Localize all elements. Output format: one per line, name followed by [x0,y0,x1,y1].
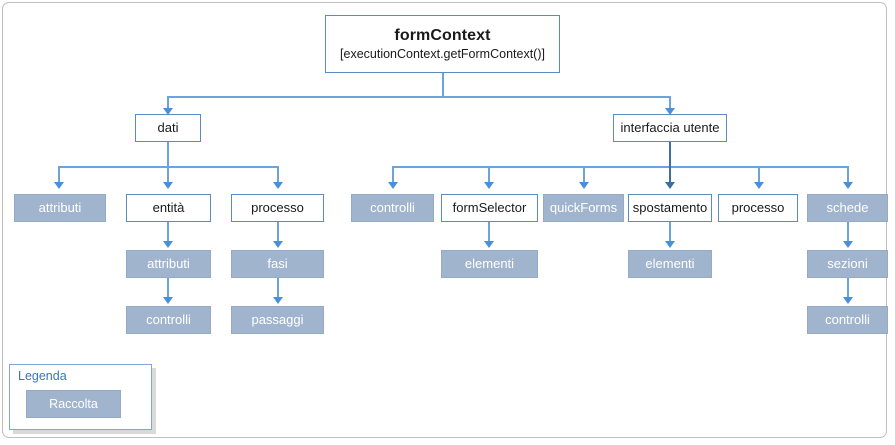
connector-sezioni-to-controlli [847,278,849,299]
node-dati[interactable]: dati [135,114,201,142]
node-formcontext[interactable]: formContext [executionContext.getFormCon… [325,15,560,73]
connector-fasi-to-passaggi [277,278,279,299]
connector-root-to-dati [167,96,169,109]
connector-dati-to-processo [277,166,279,183]
node-fasi[interactable]: fasi [231,250,324,278]
node-controlli-sezioni[interactable]: controlli [807,306,888,334]
node-elementi-spostamento[interactable]: elementi [628,250,712,278]
connector-root-stub [442,73,444,97]
connector-root-to-ui [669,96,671,109]
arrowhead-entita [163,182,173,189]
node-quickforms[interactable]: quickForms [543,194,624,222]
arrowhead-fasi [273,241,283,248]
arrowhead-controlli-3 [843,297,853,304]
node-interfaccia-utente[interactable]: interfaccia utente [613,114,727,142]
connector-ui-to-quickforms [583,166,585,183]
arrowhead-controlli-2 [163,297,173,304]
arrowhead-sezioni [843,241,853,248]
arrowhead-quickforms [579,182,589,189]
connector-ui-to-controlli [392,166,394,183]
arrowhead-formselector [484,182,494,189]
legend-title: Legenda [18,369,67,383]
connector-processo-to-fasi [277,222,279,243]
connector-formselector-to-elementi [488,222,490,243]
arrowhead-spostamento [665,182,675,189]
connector-entita-to-attributi [167,222,169,243]
node-controlli-attributi[interactable]: controlli [126,306,211,334]
legend-swatch-raccolta: Raccolta [26,390,121,418]
node-sezioni[interactable]: sezioni [807,250,888,278]
node-passaggi[interactable]: passaggi [231,306,324,334]
node-processo-dati[interactable]: processo [231,194,324,222]
connector-ui-bus [392,166,848,168]
connector-ui-to-schede [847,166,849,183]
arrowhead-processo-dati [273,182,283,189]
connector-attributi-to-controlli [167,278,169,299]
arrowhead-processo-ui [754,182,764,189]
node-attributi-dati[interactable]: attributi [14,194,106,222]
node-formselector[interactable]: formSelector [441,194,538,222]
connector-ui-stub [669,142,671,167]
arrowhead-attributi-2 [163,241,173,248]
connector-dati-stub [167,142,169,167]
connector-schede-to-sezioni [847,222,849,243]
node-spostamento[interactable]: spostamento [628,194,712,222]
connector-root-bus [167,96,671,98]
node-entita[interactable]: entità [126,194,211,222]
arrowhead-controlli-ui [388,182,398,189]
node-processo-ui[interactable]: processo [718,194,798,222]
node-attributi-entita[interactable]: attributi [126,250,211,278]
arrowhead-attributi [54,182,64,189]
arrowhead-schede [843,182,853,189]
node-schede[interactable]: schede [807,194,888,222]
legend: Legenda Raccolta [9,364,152,430]
connector-ui-to-spostamento [669,166,671,183]
node-controlli-ui[interactable]: controlli [351,194,434,222]
arrowhead-dati [163,108,173,115]
node-formcontext-subtitle: [executionContext.getFormContext()] [340,47,545,61]
connector-dati-to-entita [167,166,169,183]
connector-ui-to-formselector [488,166,490,183]
connector-ui-to-processo [758,166,760,183]
arrowhead-elementi-1 [484,241,494,248]
node-formcontext-title: formContext [394,26,491,44]
arrowhead-elementi-2 [665,241,675,248]
arrowhead-passaggi [273,297,283,304]
connector-spostamento-to-elementi [669,222,671,243]
node-elementi-formselector[interactable]: elementi [441,250,538,278]
arrowhead-ui [665,108,675,115]
connector-dati-to-attributi [58,166,60,183]
